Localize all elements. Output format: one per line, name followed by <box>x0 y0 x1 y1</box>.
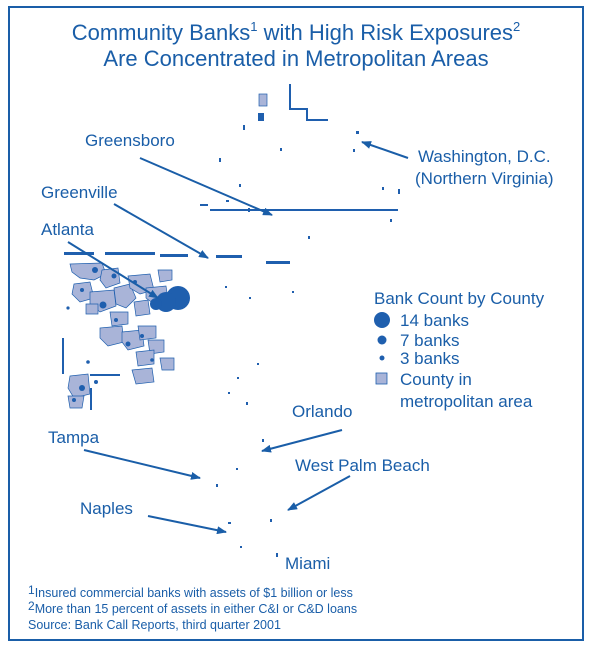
label-orlando: Orlando <box>292 402 353 421</box>
source-note: Source: Bank Call Reports, third quarter… <box>28 618 281 632</box>
legend-label-7-banks: 7 banks <box>400 331 460 350</box>
legend-symbol-county <box>375 372 388 385</box>
footnote-1: 1Insured commercial banks with assets of… <box>28 583 353 600</box>
metro-counties <box>67 93 268 409</box>
label-tampa: Tampa <box>48 428 100 447</box>
map-title-line-1: Community Banks1 with High Risk Exposure… <box>71 19 521 45</box>
label-greensboro: Greensboro <box>85 131 175 150</box>
legend-label-county-2: metropolitan area <box>400 392 533 411</box>
legend-label-14-banks: 14 banks <box>400 311 469 330</box>
legend-symbol-7-banks <box>377 335 387 345</box>
label-atlanta: Atlanta <box>41 220 94 239</box>
map-canvas <box>62 84 409 557</box>
map-title-line-2: Are Concentrated in Metropolitan Areas <box>103 46 489 71</box>
legend-title: Bank Count by County <box>374 289 545 308</box>
legend-symbol-14-banks <box>374 312 390 328</box>
label-west-palm-beach: West Palm Beach <box>295 456 430 475</box>
legend-label-county-1: County in <box>400 370 472 389</box>
label-northern-virginia: (Northern Virginia) <box>415 169 554 188</box>
state-boundaries <box>62 84 400 557</box>
legend-label-3-banks: 3 banks <box>400 349 460 368</box>
callout-arrows <box>67 141 409 535</box>
legend-symbols <box>374 312 390 385</box>
label-greenville: Greenville <box>41 183 118 202</box>
label-naples: Naples <box>80 499 133 518</box>
label-miami: Miami <box>285 554 331 573</box>
bank-count-circles <box>66 267 190 402</box>
label-washington-dc: Washington, D.C. <box>418 147 551 166</box>
map-figure: Community Banks1 with High Risk Exposure… <box>8 6 584 641</box>
footnote-2: 2More than 15 percent of assets in eithe… <box>28 599 358 616</box>
legend-symbol-3-banks <box>379 355 385 361</box>
